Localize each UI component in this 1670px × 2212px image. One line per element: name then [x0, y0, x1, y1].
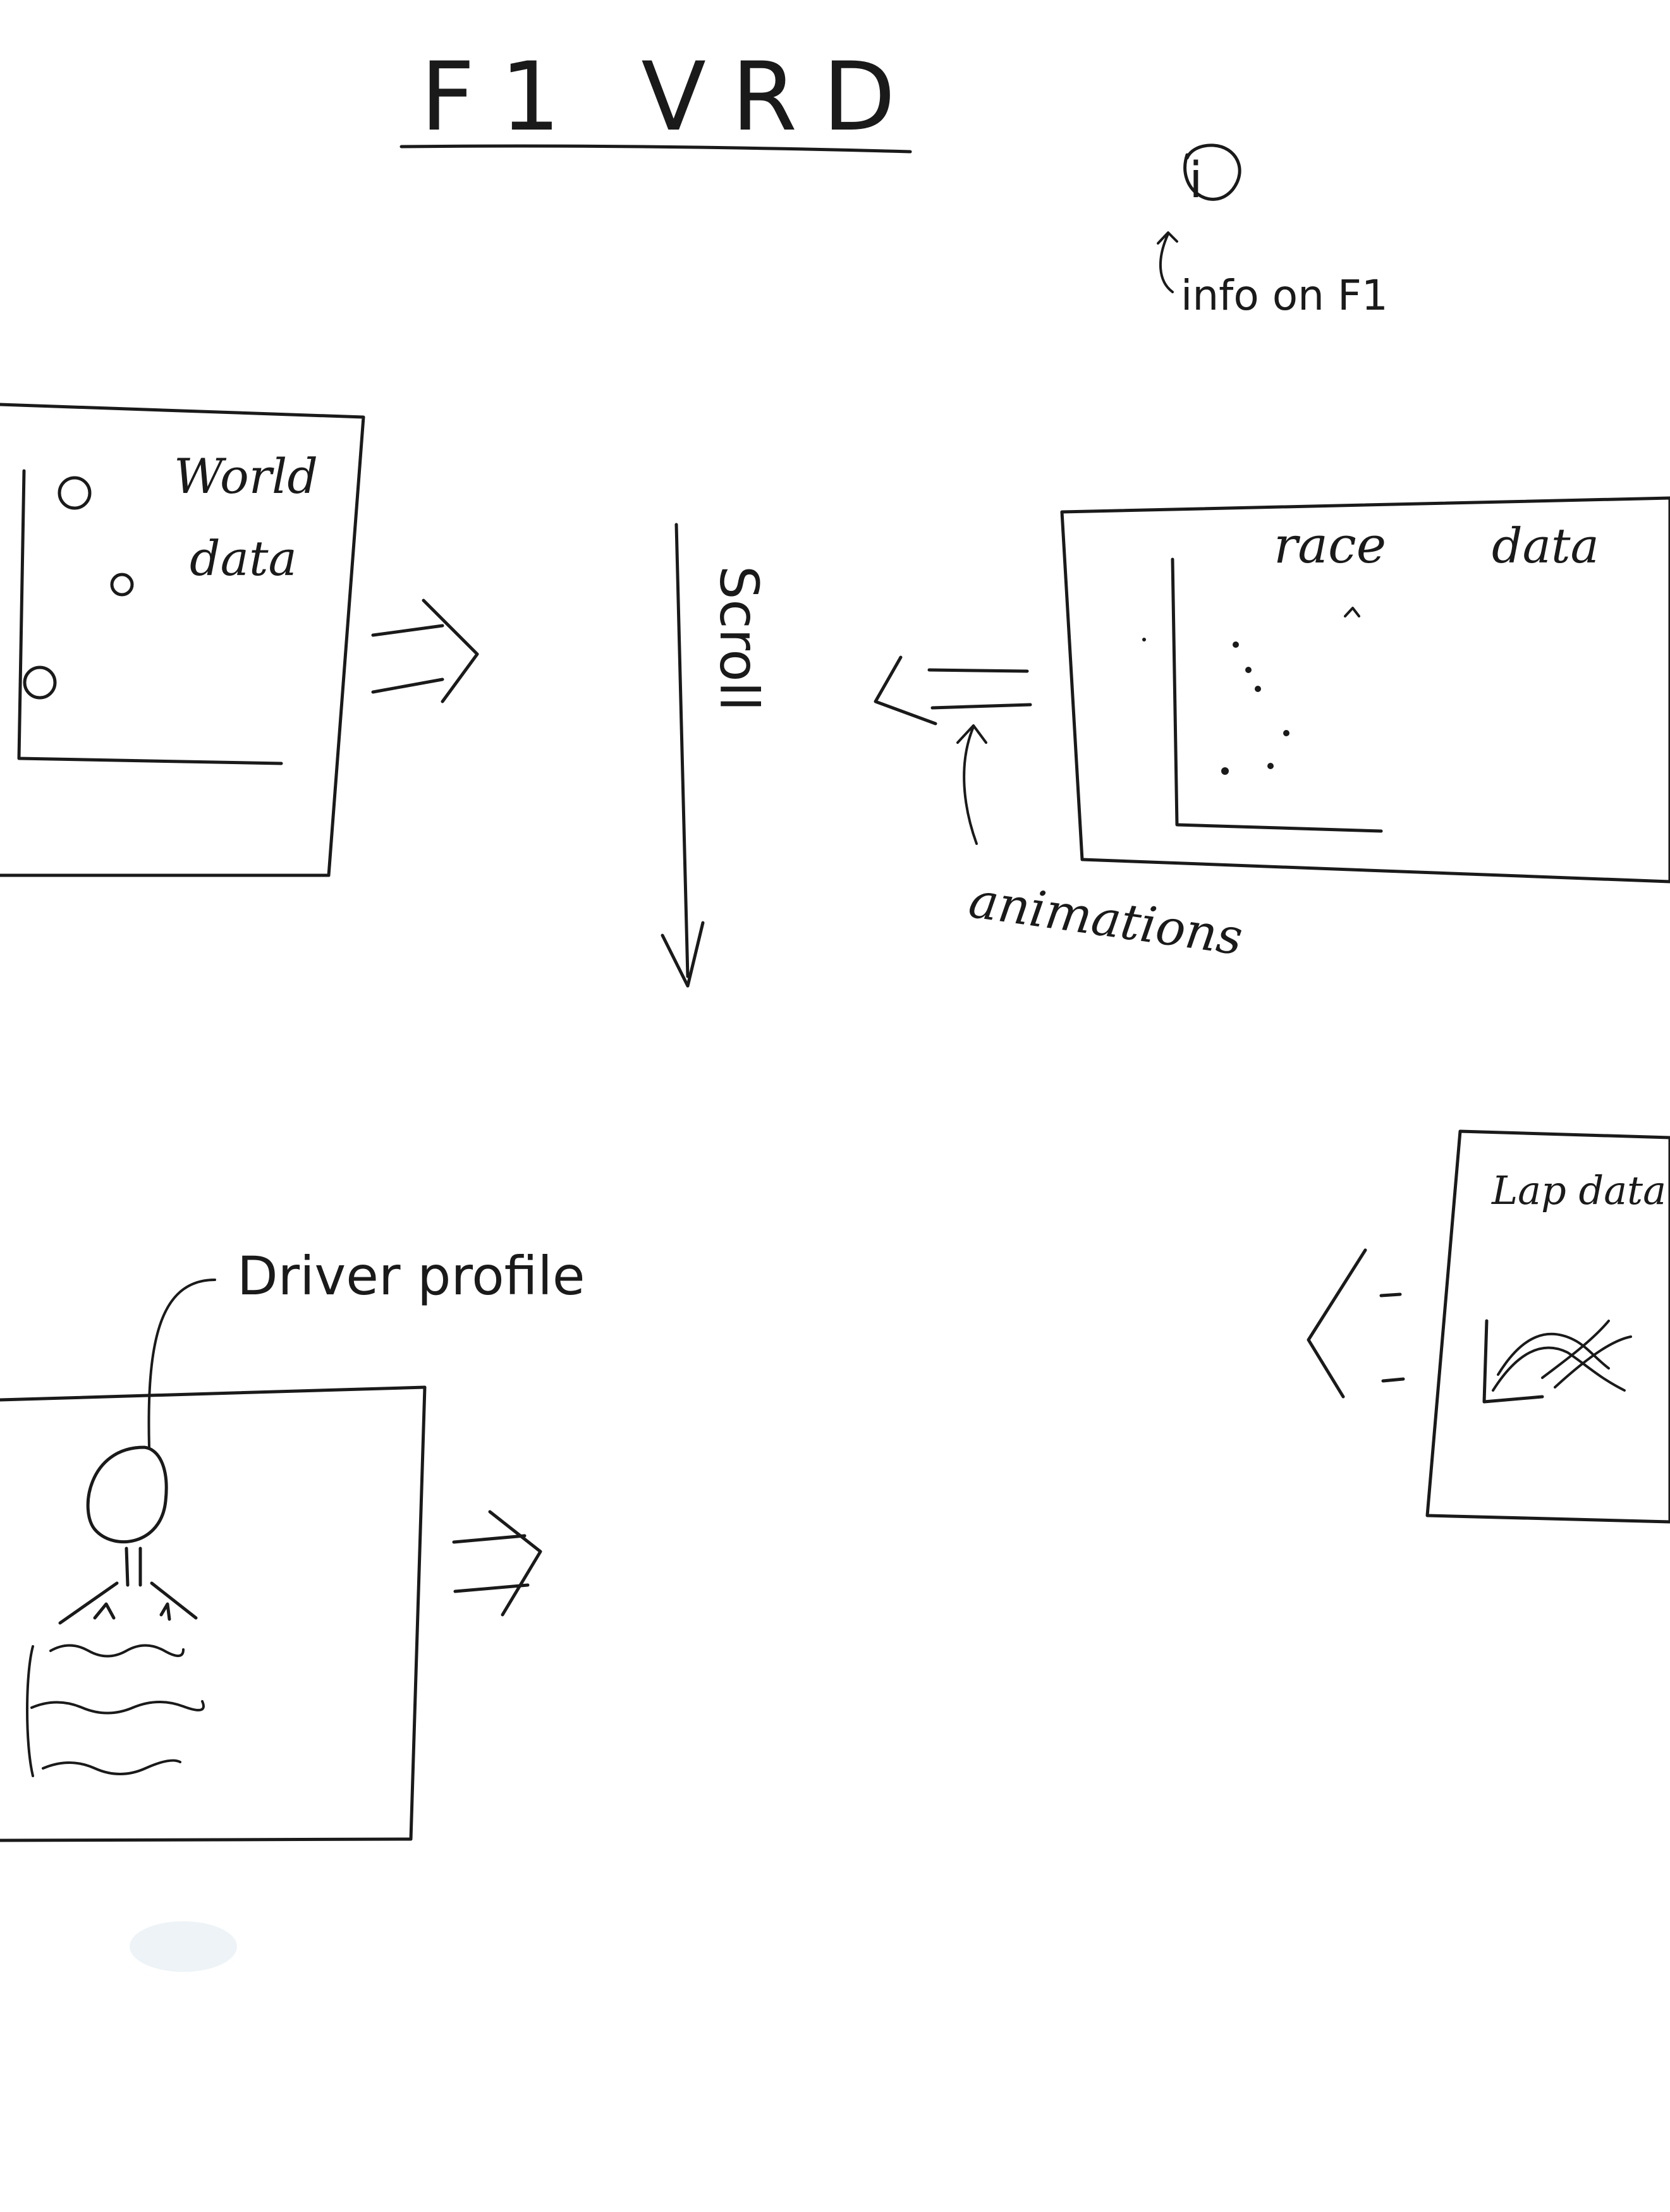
animations-pointer [956, 724, 987, 845]
race-data-label-line2: data [1492, 518, 1599, 574]
info-icon[interactable]: i [1183, 143, 1241, 209]
animations-note: animations [956, 724, 1246, 967]
lap-data-line [1492, 1346, 1626, 1392]
avatar [58, 1445, 198, 1625]
arrow-left-icon[interactable] [874, 655, 1032, 726]
race-data-point [1221, 767, 1229, 775]
arrow-left-icon[interactable] [1307, 1248, 1405, 1399]
race-data-point [1267, 763, 1274, 769]
driver-profile-panel[interactable] [0, 1385, 427, 1842]
race-data-point [1142, 638, 1146, 641]
title-underline [399, 144, 912, 154]
avatar-neck [125, 1547, 142, 1587]
race-data-prev-arrow[interactable] [874, 655, 1032, 726]
race-data-point [1245, 667, 1252, 673]
race-data-cursor [1344, 607, 1360, 617]
lap-data-panel[interactable]: Lap data [1425, 1129, 1670, 1524]
driver-profile-connector [147, 1279, 216, 1449]
world-data-point [110, 573, 134, 597]
race-data-frame [1060, 496, 1670, 884]
profile-text-line [30, 1700, 205, 1715]
info-glyph: i [1189, 152, 1203, 209]
avatar-head [86, 1445, 168, 1544]
race-data-axes [1171, 557, 1383, 833]
scroll-line [674, 523, 690, 978]
scroll-indicator[interactable]: Scroll [661, 523, 770, 988]
profile-text-line [49, 1644, 185, 1658]
scroll-arrow-icon [661, 921, 705, 988]
lap-data-label: Lap data [1491, 1167, 1666, 1213]
lap-data-frame [1425, 1129, 1670, 1524]
arrow-right-icon[interactable] [371, 599, 479, 703]
lap-data-line [1497, 1332, 1610, 1376]
race-data-point [1283, 730, 1289, 736]
world-data-point [58, 476, 92, 510]
driver-profile-label: Driver profile [237, 1245, 585, 1307]
world-data-next-arrow[interactable] [371, 599, 479, 703]
race-data-panel[interactable]: race data [1060, 496, 1670, 884]
driver-profile-frame [0, 1385, 427, 1842]
info-label: info on F1 [1181, 271, 1388, 320]
driver-profile-next-arrow[interactable] [452, 1510, 542, 1617]
profile-text-line [42, 1759, 181, 1775]
world-data-axes [17, 469, 283, 765]
race-data-label-line1: race [1274, 516, 1386, 574]
info-group[interactable]: i info on F1 [1157, 143, 1388, 320]
avatar-shoulders [58, 1581, 198, 1625]
world-data-label-line1: World [174, 448, 318, 504]
arrow-right-icon[interactable] [452, 1510, 542, 1617]
scroll-label: Scroll [708, 566, 770, 711]
world-data-point [23, 665, 57, 700]
lap-data-line [1541, 1320, 1632, 1389]
animations-label: animations [965, 872, 1246, 967]
info-arrow [1157, 231, 1178, 293]
world-data-frame [0, 403, 365, 877]
page-title-group: F1 VRD [399, 42, 921, 154]
world-data-label-line2: data [190, 530, 297, 586]
page-title: F1 VRD [420, 42, 921, 152]
lap-data-axes [1482, 1319, 1544, 1404]
race-data-point [1233, 641, 1239, 648]
paper-smudge [130, 1921, 237, 1972]
race-data-point [1255, 686, 1261, 692]
world-data-panel[interactable]: World data [0, 403, 365, 877]
lap-data-prev-arrow[interactable] [1307, 1248, 1405, 1399]
profile-text-margin [26, 1645, 34, 1777]
